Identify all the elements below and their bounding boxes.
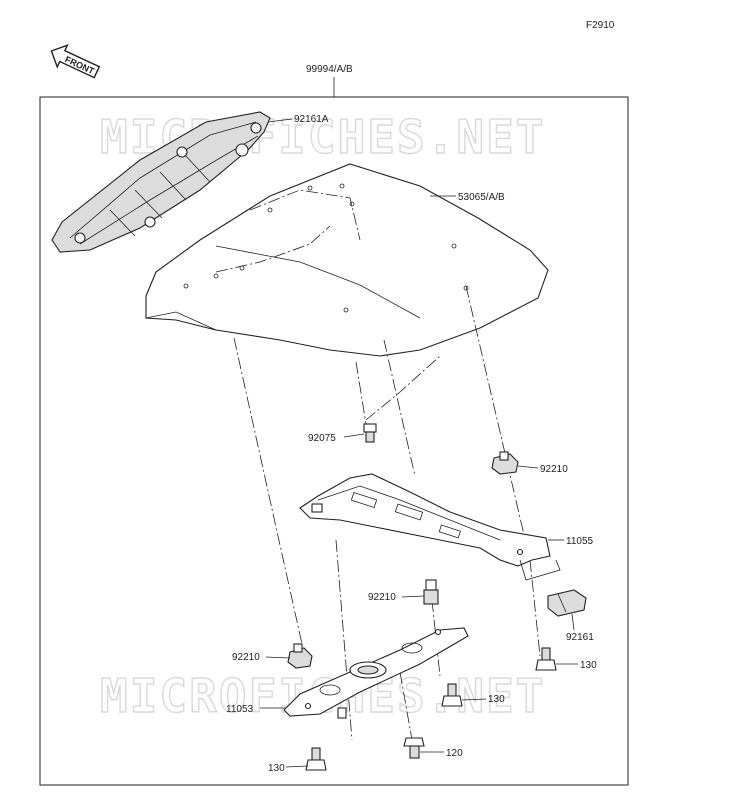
bracket-lower-part	[283, 627, 469, 719]
label-bolt-mid: 130	[488, 694, 505, 705]
label-seat-cowl: 53065/A/B	[458, 192, 505, 203]
pad-part	[547, 589, 587, 617]
bolt-lower-left-part	[305, 747, 327, 771]
kit-boundary	[39, 96, 629, 786]
label-trim-upper: 92161A	[294, 114, 329, 125]
bolt-lower-center-part	[403, 737, 425, 759]
label-bracket-lower: 11053	[226, 704, 254, 715]
label-bracket-upper: 11055	[566, 536, 594, 547]
label-pad: 92161	[566, 632, 594, 643]
bolt-upper-part	[363, 423, 377, 443]
figure-code: F2910	[586, 20, 615, 31]
label-bolt-lower-center: 120	[446, 748, 463, 759]
nut-left-part	[287, 643, 313, 669]
bracket-upper-part	[299, 473, 561, 581]
nut-right-part	[491, 451, 519, 475]
label-bolt-lower-left: 130	[268, 763, 285, 774]
nut-mid-part	[423, 579, 439, 605]
label-nut-left: 92210	[232, 652, 260, 663]
front-arrow-icon: FRONT	[50, 43, 101, 79]
label-bolt-right: 130	[580, 660, 597, 671]
label-bolt-upper: 92075	[308, 433, 336, 444]
trim-part	[51, 111, 271, 253]
label-nut-right: 92210	[540, 464, 568, 475]
bolt-right-part	[535, 647, 557, 671]
bolt-mid-part	[441, 683, 463, 707]
label-nut-mid: 92210	[368, 592, 396, 603]
label-kit: 99994/A/B	[306, 64, 353, 75]
seat-cowl-part	[145, 163, 549, 357]
